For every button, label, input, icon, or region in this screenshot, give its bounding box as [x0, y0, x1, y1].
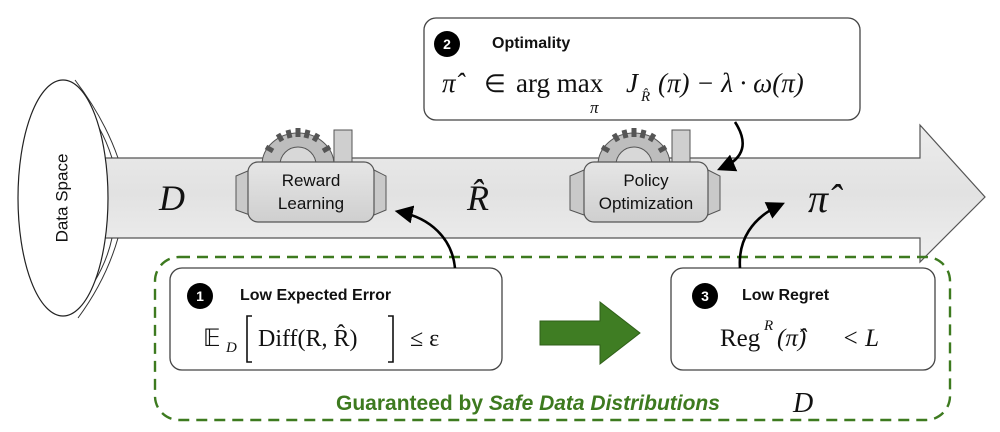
optimality-formula: π̂ ∈ arg max π J R̂ (π) − λ · ω(π)	[442, 68, 804, 117]
step-badge-3	[692, 283, 718, 309]
low-expected-error-box: 1 Low Expected Error 𝔼 D Diff(R, R̂) ≤ ε	[169, 267, 503, 371]
guarantee-caption: Guaranteed by Safe Data Distributions	[336, 392, 720, 415]
error-to-reward-arrow	[394, 205, 457, 269]
low-expected-error-title: Low Expected Error	[240, 287, 391, 304]
svg-text:Diff(R, R̂): Diff(R, R̂)	[258, 324, 358, 352]
policy-optimization-box	[583, 161, 709, 223]
reward-learning-line2: Learning	[278, 194, 344, 213]
r-hat-symbol: R̂	[466, 178, 489, 218]
module-right-connector	[373, 169, 387, 216]
reward-learning-box	[247, 161, 375, 223]
guarantee-d-symbol: D	[792, 388, 813, 419]
guarantee-italic-text: Safe Data Distributions	[489, 392, 720, 415]
policy-optimization-module: Policy Optimization	[569, 128, 721, 223]
reward-learning-module: Reward Learning	[235, 128, 387, 223]
policy-optimization-line2: Optimization	[599, 194, 693, 213]
module-right-connector	[707, 169, 721, 216]
svg-text:R: R	[763, 318, 773, 334]
svg-text:≤ ε: ≤ ε	[410, 326, 439, 352]
svg-text:(π̂): (π̂)	[777, 325, 808, 352]
low-regret-box: 3 Low Regret Reg R (π̂) < L	[670, 267, 936, 371]
step-number-2: 2	[443, 36, 451, 52]
svg-text:(π) − λ · ω(π): (π) − λ · ω(π)	[658, 68, 804, 98]
chimney-icon	[671, 129, 691, 167]
svg-text:𝔼: 𝔼	[203, 326, 221, 352]
data-space-ellipse	[17, 79, 109, 317]
optimality-box: 2 Optimality π̂ ∈ arg max π J R̂ (π) − λ…	[423, 17, 861, 121]
step-badge-1	[187, 283, 213, 309]
pipeline-arrow	[99, 123, 986, 264]
low-regret-title: Low Regret	[742, 287, 830, 304]
reward-learning-line1: Reward	[282, 171, 341, 190]
module-left-connector	[569, 169, 585, 216]
implies-arrow	[539, 300, 641, 366]
svg-text:D: D	[225, 340, 237, 356]
step-number-3: 3	[701, 288, 709, 304]
low-regret-formula: Reg R (π̂) < L	[720, 318, 879, 352]
svg-text:arg max: arg max	[516, 68, 604, 98]
svg-text:Reg: Reg	[720, 325, 761, 352]
guarantee-text: Guaranteed by	[336, 392, 483, 415]
low-expected-error-formula: 𝔼 D Diff(R, R̂) ≤ ε	[203, 315, 439, 363]
policy-optimization-line1: Policy	[623, 171, 669, 190]
step-badge-2	[434, 31, 460, 57]
svg-text:π: π	[590, 98, 599, 117]
svg-text:< L: < L	[842, 325, 879, 352]
svg-text:∈: ∈	[484, 71, 506, 98]
svg-text:J: J	[626, 68, 640, 98]
optimality-title: Optimality	[492, 35, 570, 52]
step-number-1: 1	[196, 288, 204, 304]
chimney-icon	[333, 129, 353, 167]
data-space-label: Data Space	[52, 154, 71, 243]
d-symbol: D	[158, 178, 185, 218]
svg-text:R̂: R̂	[640, 89, 650, 105]
regret-to-pi-arrow	[738, 202, 785, 269]
optimality-to-policy-arrow	[716, 121, 744, 172]
